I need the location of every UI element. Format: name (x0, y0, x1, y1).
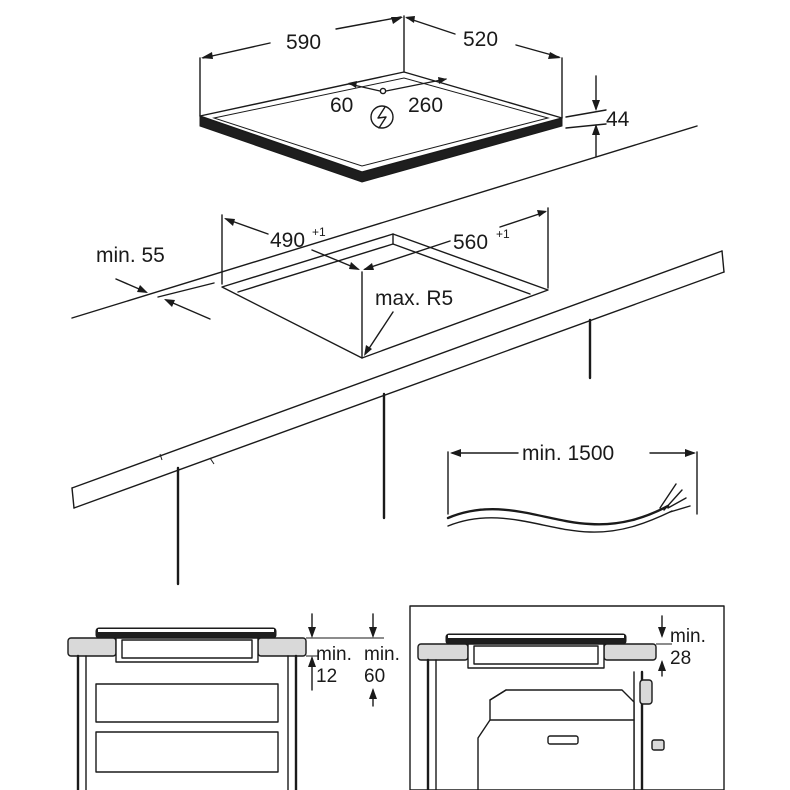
worktop-cutout (221, 233, 549, 359)
label-cable-60: 60 (330, 94, 353, 117)
label-left-min-60: 60 (364, 666, 385, 687)
label-min-55: min. 55 (96, 244, 165, 267)
drawer-1 (95, 683, 279, 723)
min-55-dimension: min. 55 (96, 244, 215, 320)
label-left-min: min. (316, 644, 352, 665)
label-left-min-12: 12 (316, 666, 337, 687)
label-cutout-560: 560 (453, 231, 488, 254)
oven-handle (547, 735, 579, 745)
cable-entry-dimensions: 60 260 (330, 77, 447, 129)
height-dimension: 44 (565, 75, 630, 157)
label-cutout-560-tol: +1 (496, 227, 510, 241)
label-left-min-2: min. (364, 644, 400, 665)
cable-entry-point (379, 87, 387, 95)
section-left: min. 12 min. 60 (67, 613, 400, 790)
power-icon (370, 105, 394, 129)
label-right-min: min. (670, 626, 706, 647)
power-cable: min. 1500 (446, 442, 698, 533)
hob-glass-inner (212, 77, 550, 167)
label-cutout-490-tol: +1 (312, 225, 326, 239)
label-height-44: 44 (606, 108, 630, 131)
label-right-min-28: 28 (670, 648, 691, 669)
worktop (71, 125, 725, 509)
label-cutout-490: 490 (270, 229, 305, 252)
label-min-1500: min. 1500 (522, 442, 614, 465)
cabinet-legs (159, 318, 592, 586)
section-right-frame (409, 605, 725, 790)
label-depth-520: 520 (463, 28, 498, 51)
hob-dimensions: 590 520 (199, 15, 563, 119)
label-cable-260: 260 (408, 94, 443, 117)
cutout-opening (221, 233, 549, 359)
hob-top-view (199, 71, 563, 183)
max-r5-callout: max. R5 (364, 287, 453, 356)
label-max-r5: max. R5 (375, 287, 453, 310)
drawer-2 (95, 731, 279, 773)
worktop-right-piece (257, 637, 307, 657)
label-width-590: 590 (286, 31, 321, 54)
cutout-dimensions: 490 +1 560 +1 (221, 207, 549, 289)
worktop-left-piece (67, 637, 117, 657)
hob-glass (199, 71, 563, 173)
section-right: min. 28 (409, 605, 725, 790)
